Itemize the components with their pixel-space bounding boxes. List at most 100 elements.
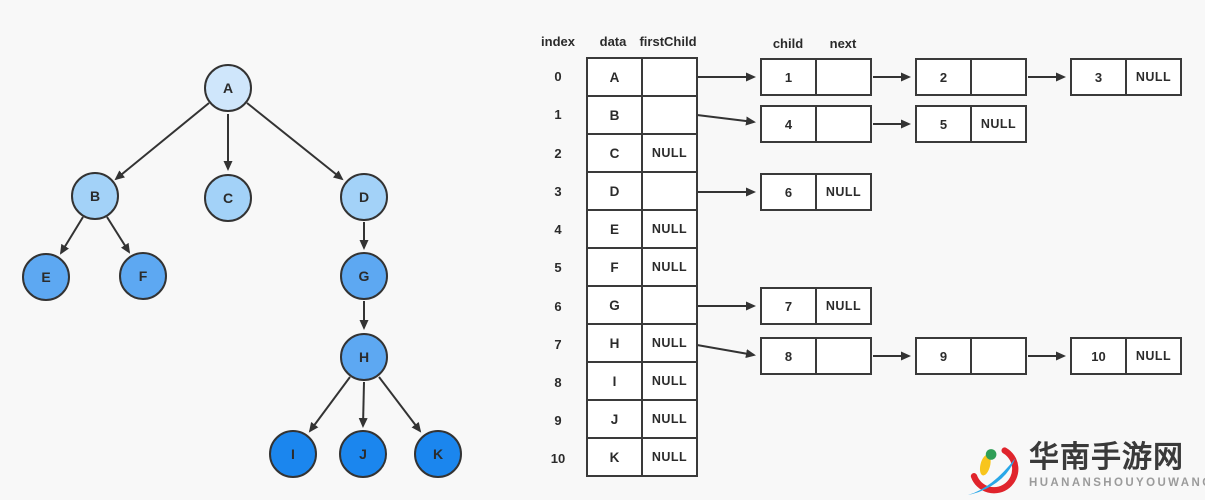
index-label: 10: [550, 451, 566, 466]
firstchild-cell: [641, 285, 698, 325]
child-cell: 3: [1072, 60, 1127, 94]
child-cell: 2: [917, 60, 972, 94]
child-cell: 7: [762, 289, 817, 323]
child-cell: 10: [1072, 339, 1127, 373]
firstchild-cell: [641, 57, 698, 97]
list-node: 6 NULL: [760, 173, 872, 211]
logo-mark-icon: [967, 447, 1019, 496]
index-label: 3: [554, 184, 562, 199]
data-cell: A: [586, 57, 643, 97]
table-row: A: [586, 57, 698, 97]
tree-node-label: E: [41, 269, 51, 285]
tree-node-J: J: [339, 430, 387, 478]
next-cell: [972, 60, 1025, 94]
data-cell: G: [586, 285, 643, 325]
tree-node-label: J: [359, 446, 367, 462]
next-cell: NULL: [980, 117, 1017, 131]
table-row: D: [586, 171, 698, 211]
index-label: 0: [554, 69, 562, 84]
tree-node-I: I: [269, 430, 317, 478]
firstchild-cell: NULL: [641, 247, 698, 287]
tree-node-D: D: [340, 173, 388, 221]
data-cell: F: [586, 247, 643, 287]
list-node: 8: [760, 337, 872, 375]
tree-node-H: H: [340, 333, 388, 381]
tree-node-label: G: [358, 268, 370, 284]
next-cell: NULL: [825, 185, 862, 199]
list-node: 9: [915, 337, 1027, 375]
header-child: child: [772, 36, 804, 51]
index-label: 7: [554, 337, 562, 352]
data-cell: D: [586, 171, 643, 211]
list-node: 2: [915, 58, 1027, 96]
tree-node-label: D: [358, 189, 370, 205]
next-cell: [972, 339, 1025, 373]
data-cell: C: [586, 133, 643, 173]
tree-node-label: B: [89, 188, 101, 204]
table-row: G: [586, 285, 698, 325]
next-cell: NULL: [825, 299, 862, 313]
list-node: 5 NULL: [915, 105, 1027, 143]
site-logo: 华南手游网 HUANANSHOUYOUWANG: [965, 438, 1205, 496]
next-cell: [817, 107, 870, 141]
data-cell: I: [586, 361, 643, 401]
next-cell: NULL: [1135, 70, 1172, 84]
tree-node-E: E: [22, 253, 70, 301]
firstchild-cell: NULL: [641, 209, 698, 249]
header-data: data: [599, 34, 627, 49]
logo-title: 华南手游网: [1029, 441, 1184, 474]
tree-node-B: B: [71, 172, 119, 220]
data-cell: K: [586, 437, 643, 477]
child-cell: 6: [762, 175, 817, 209]
header-index: index: [541, 34, 575, 49]
tree-node-F: F: [119, 252, 167, 300]
data-cell: B: [586, 95, 643, 135]
firstchild-cell: NULL: [641, 323, 698, 363]
list-node: 4: [760, 105, 872, 143]
tree-node-G: G: [340, 252, 388, 300]
next-cell: [817, 60, 870, 94]
list-node: 1: [760, 58, 872, 96]
next-cell: NULL: [1135, 349, 1172, 363]
tree-node-A: A: [204, 64, 252, 112]
logo-subtitle: HUANANSHOUYOUWANG: [1029, 477, 1205, 489]
firstchild-cell: NULL: [641, 437, 698, 477]
tree-node-label: H: [358, 349, 370, 365]
tree-node-C: C: [204, 174, 252, 222]
index-label: 1: [554, 107, 562, 122]
firstchild-cell: NULL: [641, 133, 698, 173]
child-cell: 9: [917, 339, 972, 373]
tree-node-label: C: [222, 190, 234, 206]
tree-node-label: K: [432, 446, 444, 462]
index-label: 9: [554, 413, 562, 428]
firstchild-cell: [641, 95, 698, 135]
child-cell: 8: [762, 339, 817, 373]
child-cell: 5: [917, 107, 972, 141]
index-label: 5: [554, 260, 562, 275]
firstchild-cell: [641, 171, 698, 211]
tree-node-label: I: [291, 446, 295, 462]
next-cell: [817, 339, 870, 373]
child-cell: 1: [762, 60, 817, 94]
table-row: B: [586, 95, 698, 135]
child-cell: 4: [762, 107, 817, 141]
tree-node-label: A: [222, 80, 234, 96]
logo-text-block: 华南手游网 HUANANSHOUYOUWANG: [1029, 438, 1205, 490]
list-node: 3 NULL: [1070, 58, 1182, 96]
index-label: 2: [554, 146, 562, 161]
list-node: 7 NULL: [760, 287, 872, 325]
data-cell: H: [586, 323, 643, 363]
list-node: 10 NULL: [1070, 337, 1182, 375]
header-firstchild: firstChild: [639, 34, 697, 49]
data-cell: E: [586, 209, 643, 249]
firstchild-cell: NULL: [641, 399, 698, 439]
